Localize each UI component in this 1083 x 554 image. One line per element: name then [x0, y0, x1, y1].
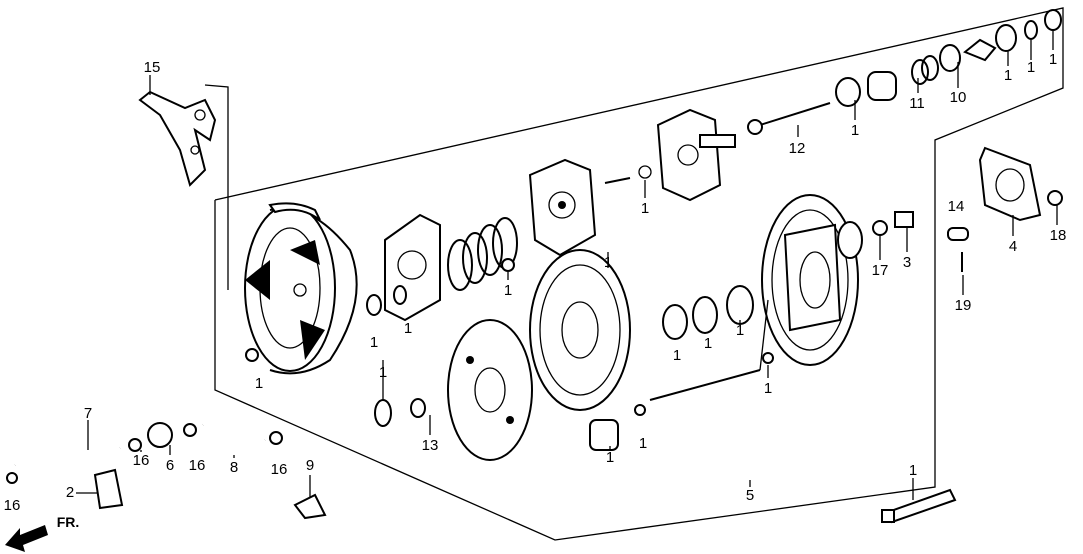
callout: 8 [230, 459, 238, 476]
leader-lines [76, 30, 1058, 500]
rear-shell-part [761, 194, 863, 366]
vacuum-hose-part [6, 414, 327, 520]
callout: 16 [189, 457, 206, 474]
callout: 7 [84, 405, 92, 422]
callout: 1 [764, 380, 772, 397]
callout: 15 [144, 59, 161, 76]
callout: 16 [133, 452, 150, 469]
valve-body-part [528, 158, 597, 257]
callout: 13 [422, 437, 439, 454]
spring-part [447, 217, 518, 291]
seal-plate-part [384, 213, 441, 322]
callout: 10 [950, 89, 967, 106]
rear-plate-part [604, 108, 736, 202]
bracket-part [138, 90, 217, 187]
callout: 6 [166, 457, 174, 474]
front-direction-arrow: FR. [5, 514, 79, 552]
gasket-4-part [947, 146, 1063, 272]
output-rod-part [589, 369, 761, 451]
diaphragm-part [529, 249, 631, 411]
callout: 1 [370, 334, 378, 351]
callout: 1 [606, 449, 614, 466]
callout: 11 [909, 95, 925, 112]
callout: 12 [789, 140, 806, 157]
callout: 1 [736, 322, 744, 339]
callout-numbers: 15 1 1 1 11 10 1 12 1 14 4 18 17 3 19 1 … [4, 51, 1067, 514]
callout: 16 [4, 497, 21, 514]
callout: 17 [872, 262, 889, 279]
callout: 1 [1004, 67, 1012, 84]
callout: 14 [948, 198, 965, 215]
callout: 3 [903, 254, 911, 271]
grease-tube-part [881, 488, 957, 524]
callout: 1 [379, 364, 387, 381]
front-label: FR. [57, 514, 80, 530]
callout: 1 [851, 122, 859, 139]
callout: 1 [639, 435, 647, 452]
push-rod-part [747, 9, 1062, 135]
front-shell-part [244, 202, 358, 375]
callout: 1 [704, 335, 712, 352]
callout: 1 [641, 200, 649, 217]
callout: 5 [746, 487, 754, 504]
callout: 4 [1009, 238, 1017, 255]
callout: 1 [604, 254, 612, 271]
callout: 19 [955, 297, 972, 314]
callout: 1 [1027, 59, 1035, 76]
callout: 1 [255, 375, 263, 392]
diaphragm-plate-part [447, 319, 533, 461]
callout: 2 [66, 484, 74, 501]
callout: 1 [504, 282, 512, 299]
callout: 16 [271, 461, 288, 478]
callout: 1 [404, 320, 412, 337]
callout: 1 [1049, 51, 1057, 68]
callout: 1 [673, 347, 681, 364]
callout: 18 [1050, 227, 1067, 244]
assembly-boundary [204, 7, 1064, 541]
callout: 1 [909, 462, 917, 479]
callout: 9 [306, 457, 314, 474]
